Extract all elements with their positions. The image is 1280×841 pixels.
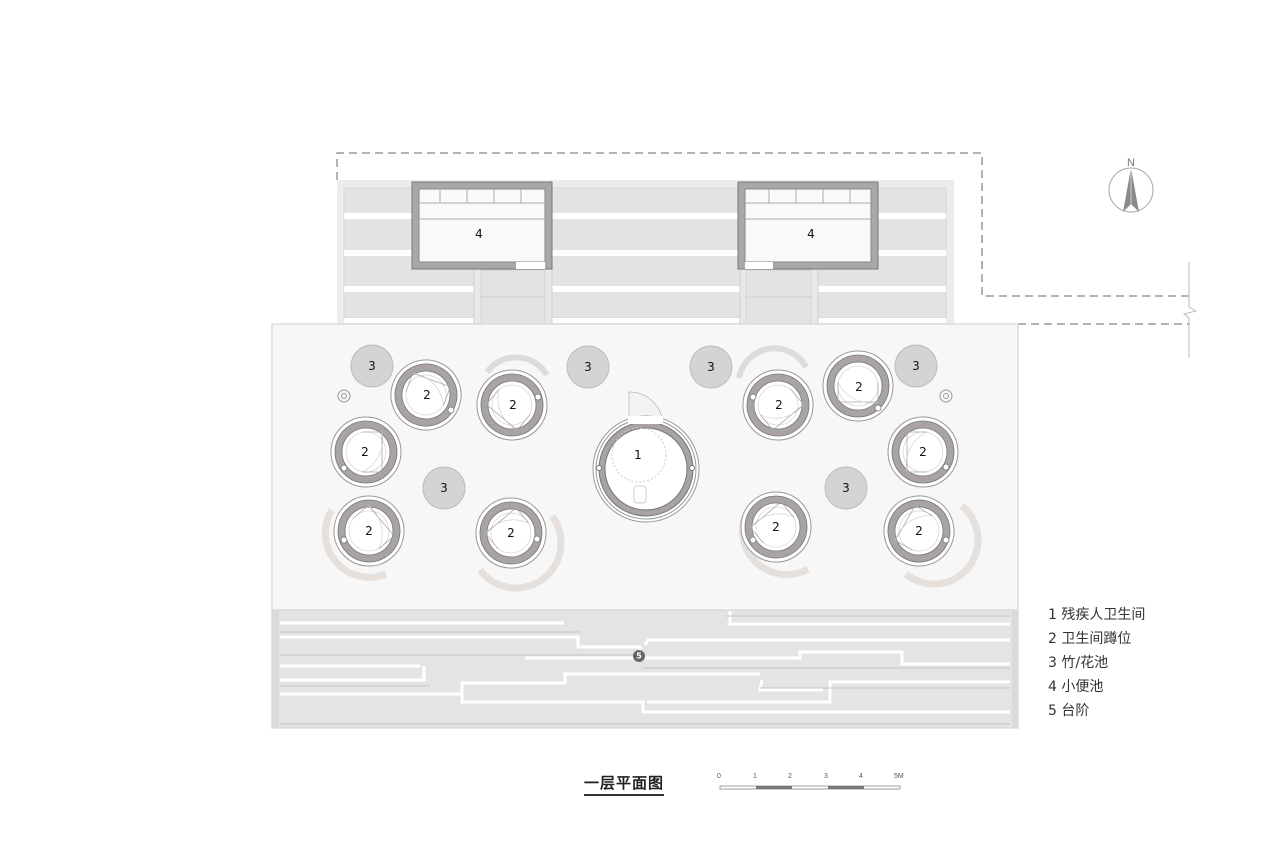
legend-item: 1 残疾人卫生间 [1048,607,1146,623]
planter-label: 3 [842,481,850,495]
stall-label: 2 [919,445,927,459]
planter-label: 3 [584,360,592,374]
urinal-label-right: 4 [807,227,815,241]
stall-label: 2 [507,526,515,540]
planter-label: 3 [707,360,715,374]
accessible-toilet [592,391,700,523]
drawing-title: 一层平面图 [584,772,665,796]
scale-bar [719,785,901,790]
scale-tick-0: 0 [717,773,721,780]
steps-marker: 5 [633,650,645,662]
scale-tick-2: 2 [788,773,792,780]
break-line [1182,262,1198,358]
urinal-room-left [411,181,553,270]
floor-drain-icon [337,389,953,403]
planters [350,344,938,510]
urinal-label-left: 4 [475,227,483,241]
stall-label: 2 [855,380,863,394]
stall-label: 2 [772,520,780,534]
stall-label: 2 [915,524,923,538]
planter-label: 3 [912,359,920,373]
stall-label: 2 [775,398,783,412]
stall-fixtures-top [484,345,809,379]
legend-item: 3 竹/花池 [1048,655,1109,671]
scale-tick-3: 3 [824,773,828,780]
steps-area [271,609,1019,729]
stall-pivots [340,393,950,544]
scale-tick-1: 1 [753,773,757,780]
planter-label: 3 [368,359,376,373]
north-label: N [1127,157,1135,169]
planter-label: 3 [440,481,448,495]
stall-label: 2 [423,388,431,402]
site-boundary [336,152,1190,325]
north-arrow-icon [1108,167,1154,213]
stall-label: 2 [365,524,373,538]
scale-tick-5: 5M [894,773,904,780]
svg-text:5: 5 [636,652,642,661]
legend-item: 5 台阶 [1048,703,1090,719]
urinal-room-right [737,181,879,270]
scale-tick-4: 4 [859,773,863,780]
stall-label: 2 [509,398,517,412]
legend: 1 残疾人卫生间 2 卫生间蹲位 3 竹/花池 4 小便池 5 台阶 [1048,603,1145,723]
legend-item: 4 小便池 [1048,679,1104,695]
legend-item: 2 卫生间蹲位 [1048,631,1132,647]
accessible-toilet-label: 1 [634,448,642,462]
stall-label: 2 [361,445,369,459]
